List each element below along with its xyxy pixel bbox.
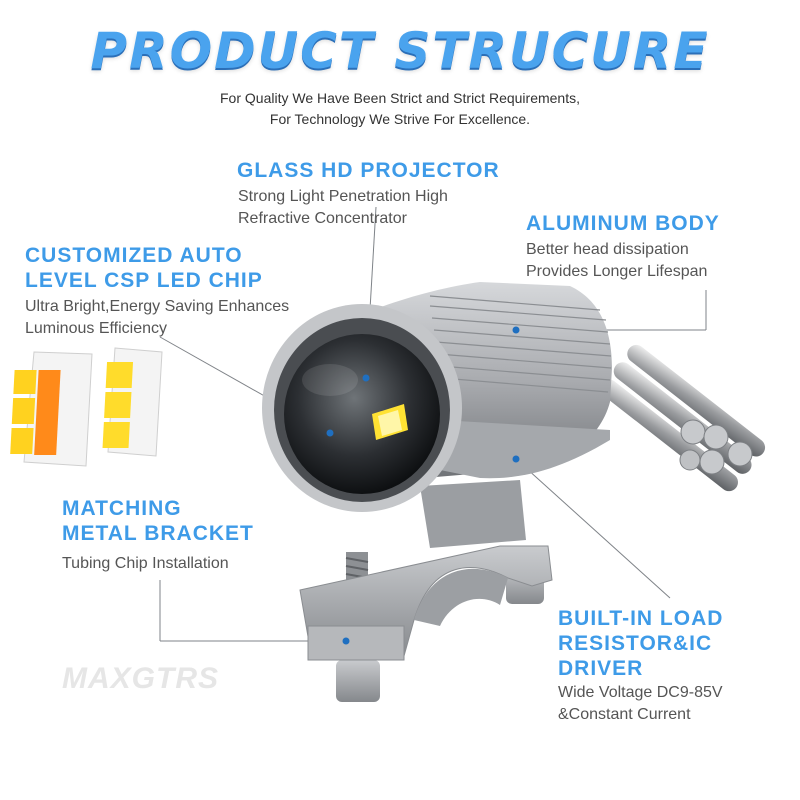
glass-projector-heading: GLASS HD PROJECTOR — [237, 159, 500, 182]
aluminum-body-desc-2: Provides Longer Lifespan — [526, 263, 708, 280]
aluminum-body-desc-1: Better head dissipation — [526, 241, 689, 258]
driver-desc-1: Wide Voltage DC9-85V — [558, 684, 723, 701]
driver-heading-1: BUILT-IN LOAD — [558, 607, 724, 630]
glass-projector-desc-2: Refractive Concentrator — [238, 210, 407, 227]
led-chip-heading-2: LEVEL CSP LED CHIP — [25, 269, 263, 292]
brand-watermark: MAXGTRS — [62, 662, 219, 695]
headlight-unit — [262, 282, 612, 702]
bracket-heading-1: MATCHING — [62, 497, 182, 520]
aluminum-body-heading: ALUMINUM BODY — [526, 212, 720, 235]
led-chip-desc-1: Ultra Bright,Energy Saving Enhances — [25, 298, 290, 315]
subtitle-line-1: For Quality We Have Been Strict and Stri… — [220, 90, 580, 106]
bracket-heading-2: METAL BRACKET — [62, 522, 254, 545]
leader-driver — [515, 458, 671, 599]
driver-heading-3: DRIVER — [558, 657, 644, 680]
driver-heading-2: RESISTOR&IC — [558, 632, 713, 655]
aluminum-rods — [600, 344, 766, 492]
led-chip-desc-2: Luminous Efficiency — [25, 320, 167, 337]
glass-projector-desc-1: Strong Light Penetration High — [238, 188, 448, 205]
led-chip-heading-1: CUSTOMIZED AUTO — [25, 244, 243, 267]
driver-desc-2: &Constant Current — [558, 706, 691, 723]
page-title: PRODUCT STRUCURE — [90, 22, 710, 80]
subtitle-line-2: For Technology We Strive For Excellence. — [269, 111, 531, 127]
heat-sink-fins — [429, 295, 612, 393]
led-chip-boards — [10, 347, 163, 467]
bracket-desc-1: Tubing Chip Installation — [62, 555, 229, 572]
